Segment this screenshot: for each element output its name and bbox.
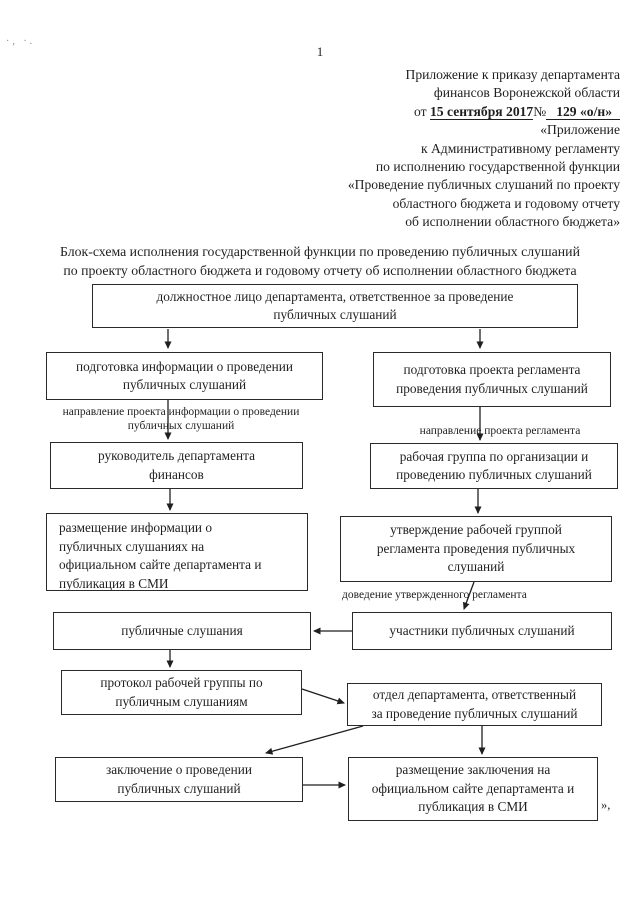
order-reference-block: Приложение к приказу департамента финанс… (200, 66, 620, 232)
arrow-dept-unit-to-conclusion (265, 725, 364, 755)
header-line: «Проведение публичных слушаний по проект… (347, 177, 620, 193)
document-title: Блок-схема исполнения государственной фу… (18, 242, 622, 280)
flow-node-publish-info: размещение информации о публичных слушан… (46, 513, 308, 591)
title-line: Блок-схема исполнения государственной фу… (60, 244, 580, 259)
edge-label-send-info: направление проекта информации о проведе… (62, 406, 300, 432)
flow-node-conclusion: заключение о проведении публичных слушан… (55, 757, 303, 802)
scan-corner-marks: ·, ·. (6, 36, 36, 47)
flow-node-protocol: протокол рабочей группы по публичным слу… (61, 670, 302, 715)
number-sign: № (533, 103, 547, 119)
flow-node-work-group: рабочая группа по организации и проведен… (370, 443, 618, 489)
date-prefix: от (414, 103, 427, 119)
header-line: «Приложение (540, 122, 620, 138)
flow-node-publish-conclusion: размещение заключения на официальном сай… (348, 757, 598, 821)
edge-label-deliver-reglament: доведение утвержденного регламента (342, 589, 527, 601)
flow-node-head-dept: руководитель департамента финансов (50, 442, 303, 489)
order-date: 15 сентября 2017 (430, 103, 534, 120)
flow-node-participants: участники публичных слушаний (352, 612, 612, 650)
order-number: 129 «о/н» (546, 103, 620, 120)
header-line: областного бюджета и годовому отчету (392, 195, 620, 211)
flow-node-approve-reglament: утверждение рабочей группой регламента п… (340, 516, 612, 582)
header-line: финансов Воронежской области (433, 85, 620, 101)
header-line: по исполнению государственной функции (375, 159, 620, 175)
flow-node-prep-info: подготовка информации о проведении публи… (46, 352, 323, 400)
header-line: к Административному регламенту (420, 140, 620, 156)
header-line: Приложение к приказу департамента (405, 67, 621, 82)
quote-trailing-mark: », (601, 798, 611, 812)
flow-node-prep-reglament: подготовка проекта регламента проведения… (373, 352, 611, 407)
flow-node-dept-unit: отдел департамента, ответственный за про… (347, 683, 602, 726)
flow-node-hearings: публичные слушания (53, 612, 311, 650)
header-line: об исполнении областного бюджета» (405, 214, 620, 230)
edge-label-send-reglament: направление проекта регламента (419, 425, 581, 437)
flow-node-official: должностное лицо департамента, ответстве… (92, 284, 578, 328)
page-number: 1 (316, 44, 324, 59)
arrow-protocol-to-dept-unit (301, 688, 345, 705)
title-line: по проекту областного бюджета и годовому… (63, 263, 577, 278)
